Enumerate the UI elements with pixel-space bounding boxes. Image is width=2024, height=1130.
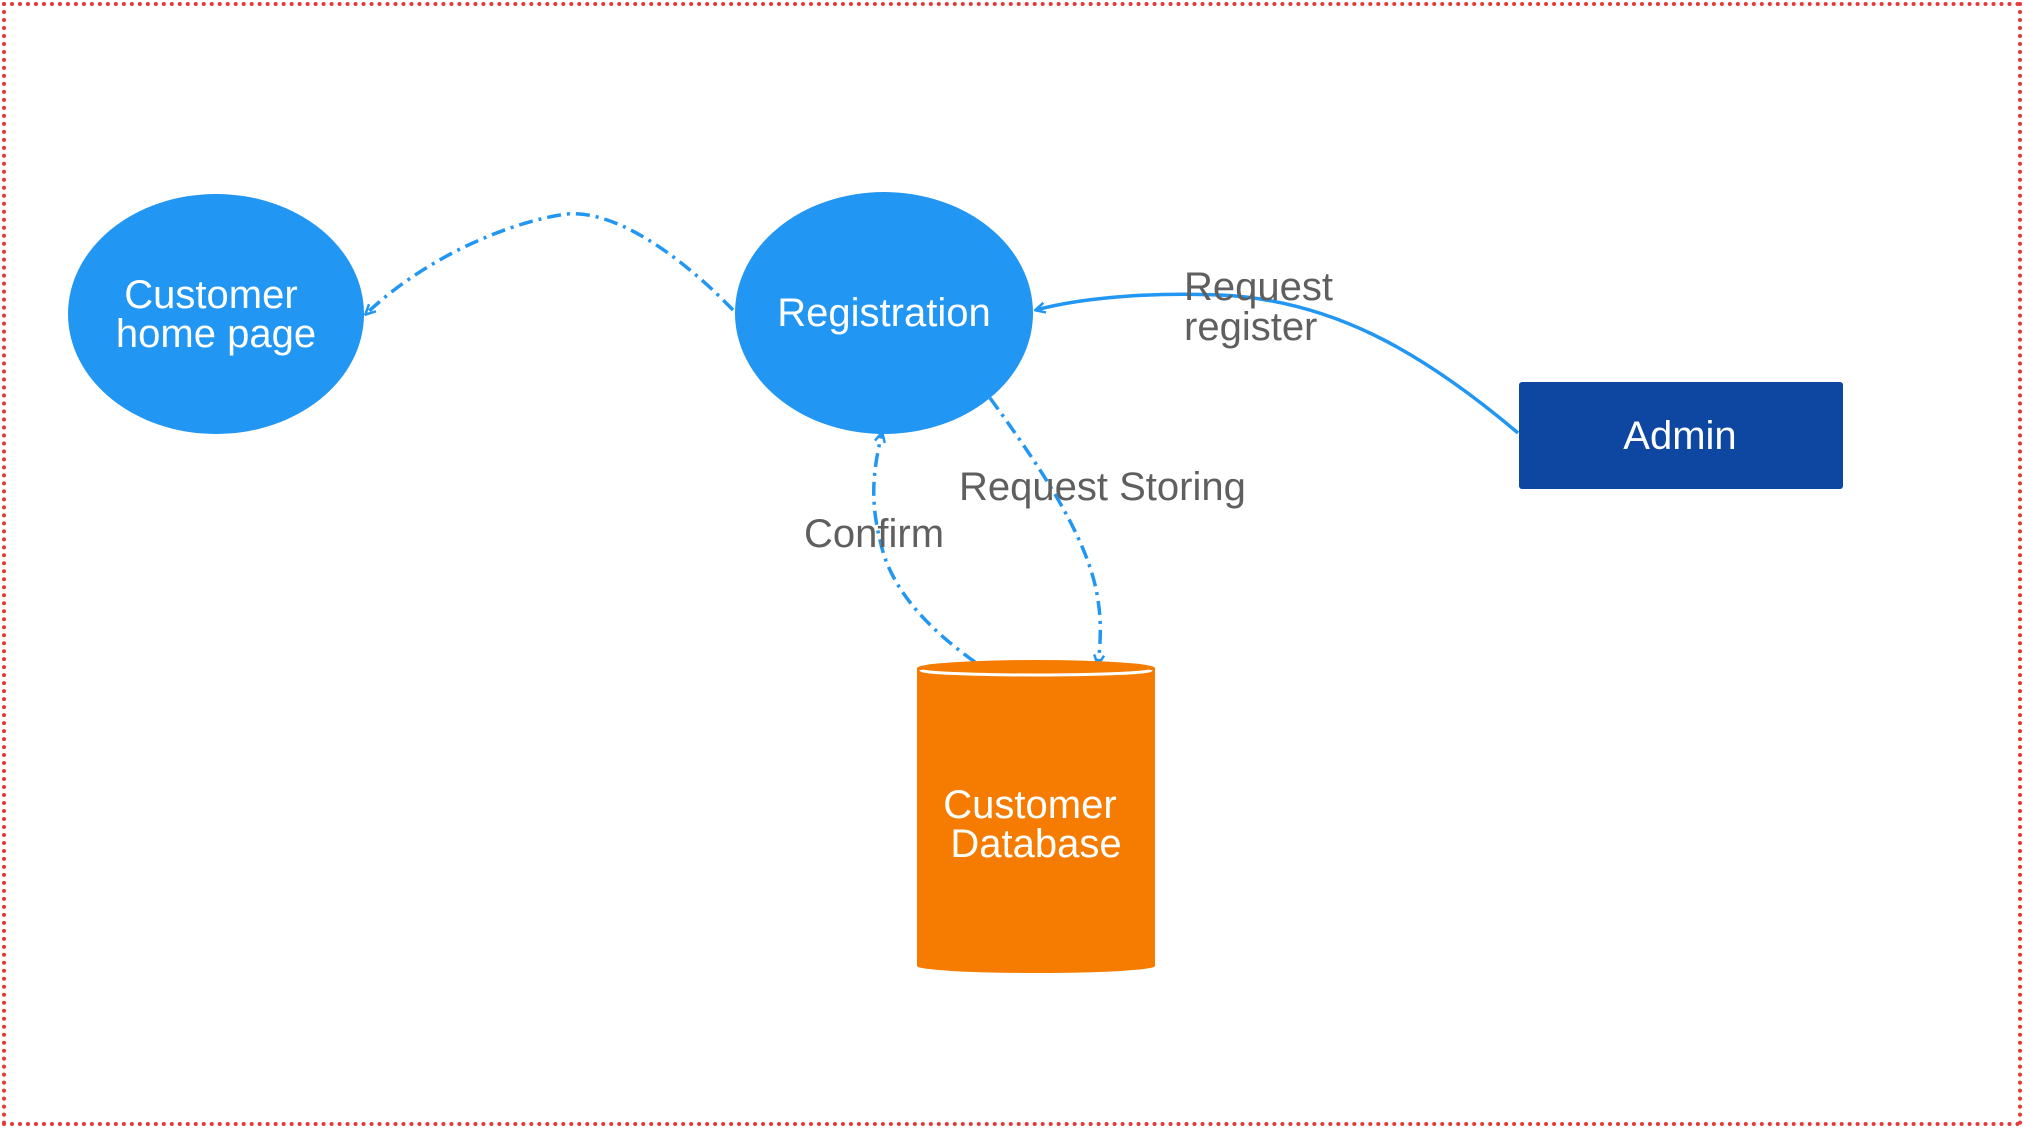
edge-label-request-register-line2: register <box>1184 305 1317 349</box>
customer-home-page-label-line1: Customer <box>124 273 297 317</box>
edge-request-register <box>1036 292 1520 435</box>
registration-label: Registration <box>777 291 990 335</box>
customer-home-page-label-line2: home page <box>116 312 316 356</box>
node-customer-home-page[interactable]: Customer home page <box>68 194 364 434</box>
node-customer-database[interactable]: Customer Database <box>917 660 1155 973</box>
edge-label-request-storing: Request Storing <box>959 465 1246 509</box>
edge-to-home-page <box>366 212 735 314</box>
customer-database-label-line1: Customer <box>943 783 1116 827</box>
edge-confirm <box>872 433 977 664</box>
node-admin[interactable]: Admin <box>1519 382 1843 489</box>
customer-database-label-line2: Database <box>950 822 1121 866</box>
edge-label-confirm: Confirm <box>804 512 944 556</box>
node-registration[interactable]: Registration <box>735 192 1033 434</box>
edge-label-request-register-line1: Request <box>1184 265 1333 309</box>
edge-request-storing <box>988 396 1100 664</box>
admin-label: Admin <box>1623 414 1736 458</box>
